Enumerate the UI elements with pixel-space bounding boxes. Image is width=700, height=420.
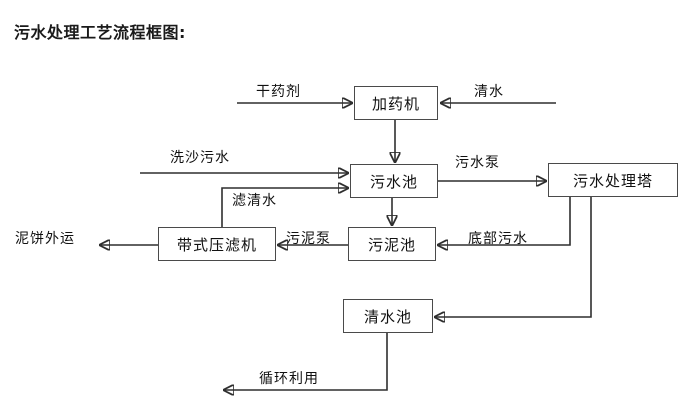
edge-label-dry-reagent: 干药剂 [256, 84, 301, 100]
edge-label-sand-wash-sewage: 洗沙污水 [170, 150, 230, 166]
node-sludge-pool[interactable]: 污泥池 [348, 227, 436, 261]
wire-bottom-sewage-to-sludge-pool [438, 197, 571, 245]
node-sewage-pool[interactable]: 污水池 [350, 164, 438, 198]
edge-label-mud-cake-out: 泥饼外运 [15, 231, 75, 247]
edge-label-bottom-sewage: 底部污水 [468, 231, 528, 247]
node-clear-water-pool[interactable]: 清水池 [343, 299, 433, 333]
node-label: 清水池 [363, 307, 412, 326]
wire-clear-water-recycle [224, 333, 388, 390]
node-treatment-tower[interactable]: 污水处理塔 [548, 163, 678, 197]
edge-label-clean-water: 清水 [474, 84, 504, 100]
edge-label-sewage-pump: 污水泵 [455, 155, 500, 171]
page-title: 污水处理工艺流程框图: [14, 23, 186, 42]
node-label: 污水处理塔 [572, 171, 653, 190]
node-label: 带式压滤机 [176, 235, 257, 254]
edge-label-sludge-pump: 污泥泵 [286, 231, 331, 247]
edge-label-recycling-reuse: 循环利用 [259, 371, 319, 387]
wire-tower-to-clear-water-pool [435, 197, 592, 317]
node-label: 污泥池 [367, 235, 416, 254]
node-belt-filter-press[interactable]: 带式压滤机 [158, 227, 276, 261]
node-dosing-machine[interactable]: 加药机 [354, 86, 438, 120]
wire-filtrate-to-sewage-pool [221, 188, 348, 227]
node-label: 污水池 [369, 172, 418, 191]
node-label: 加药机 [371, 94, 420, 113]
edge-label-filtrate-water: 滤清水 [232, 193, 277, 209]
